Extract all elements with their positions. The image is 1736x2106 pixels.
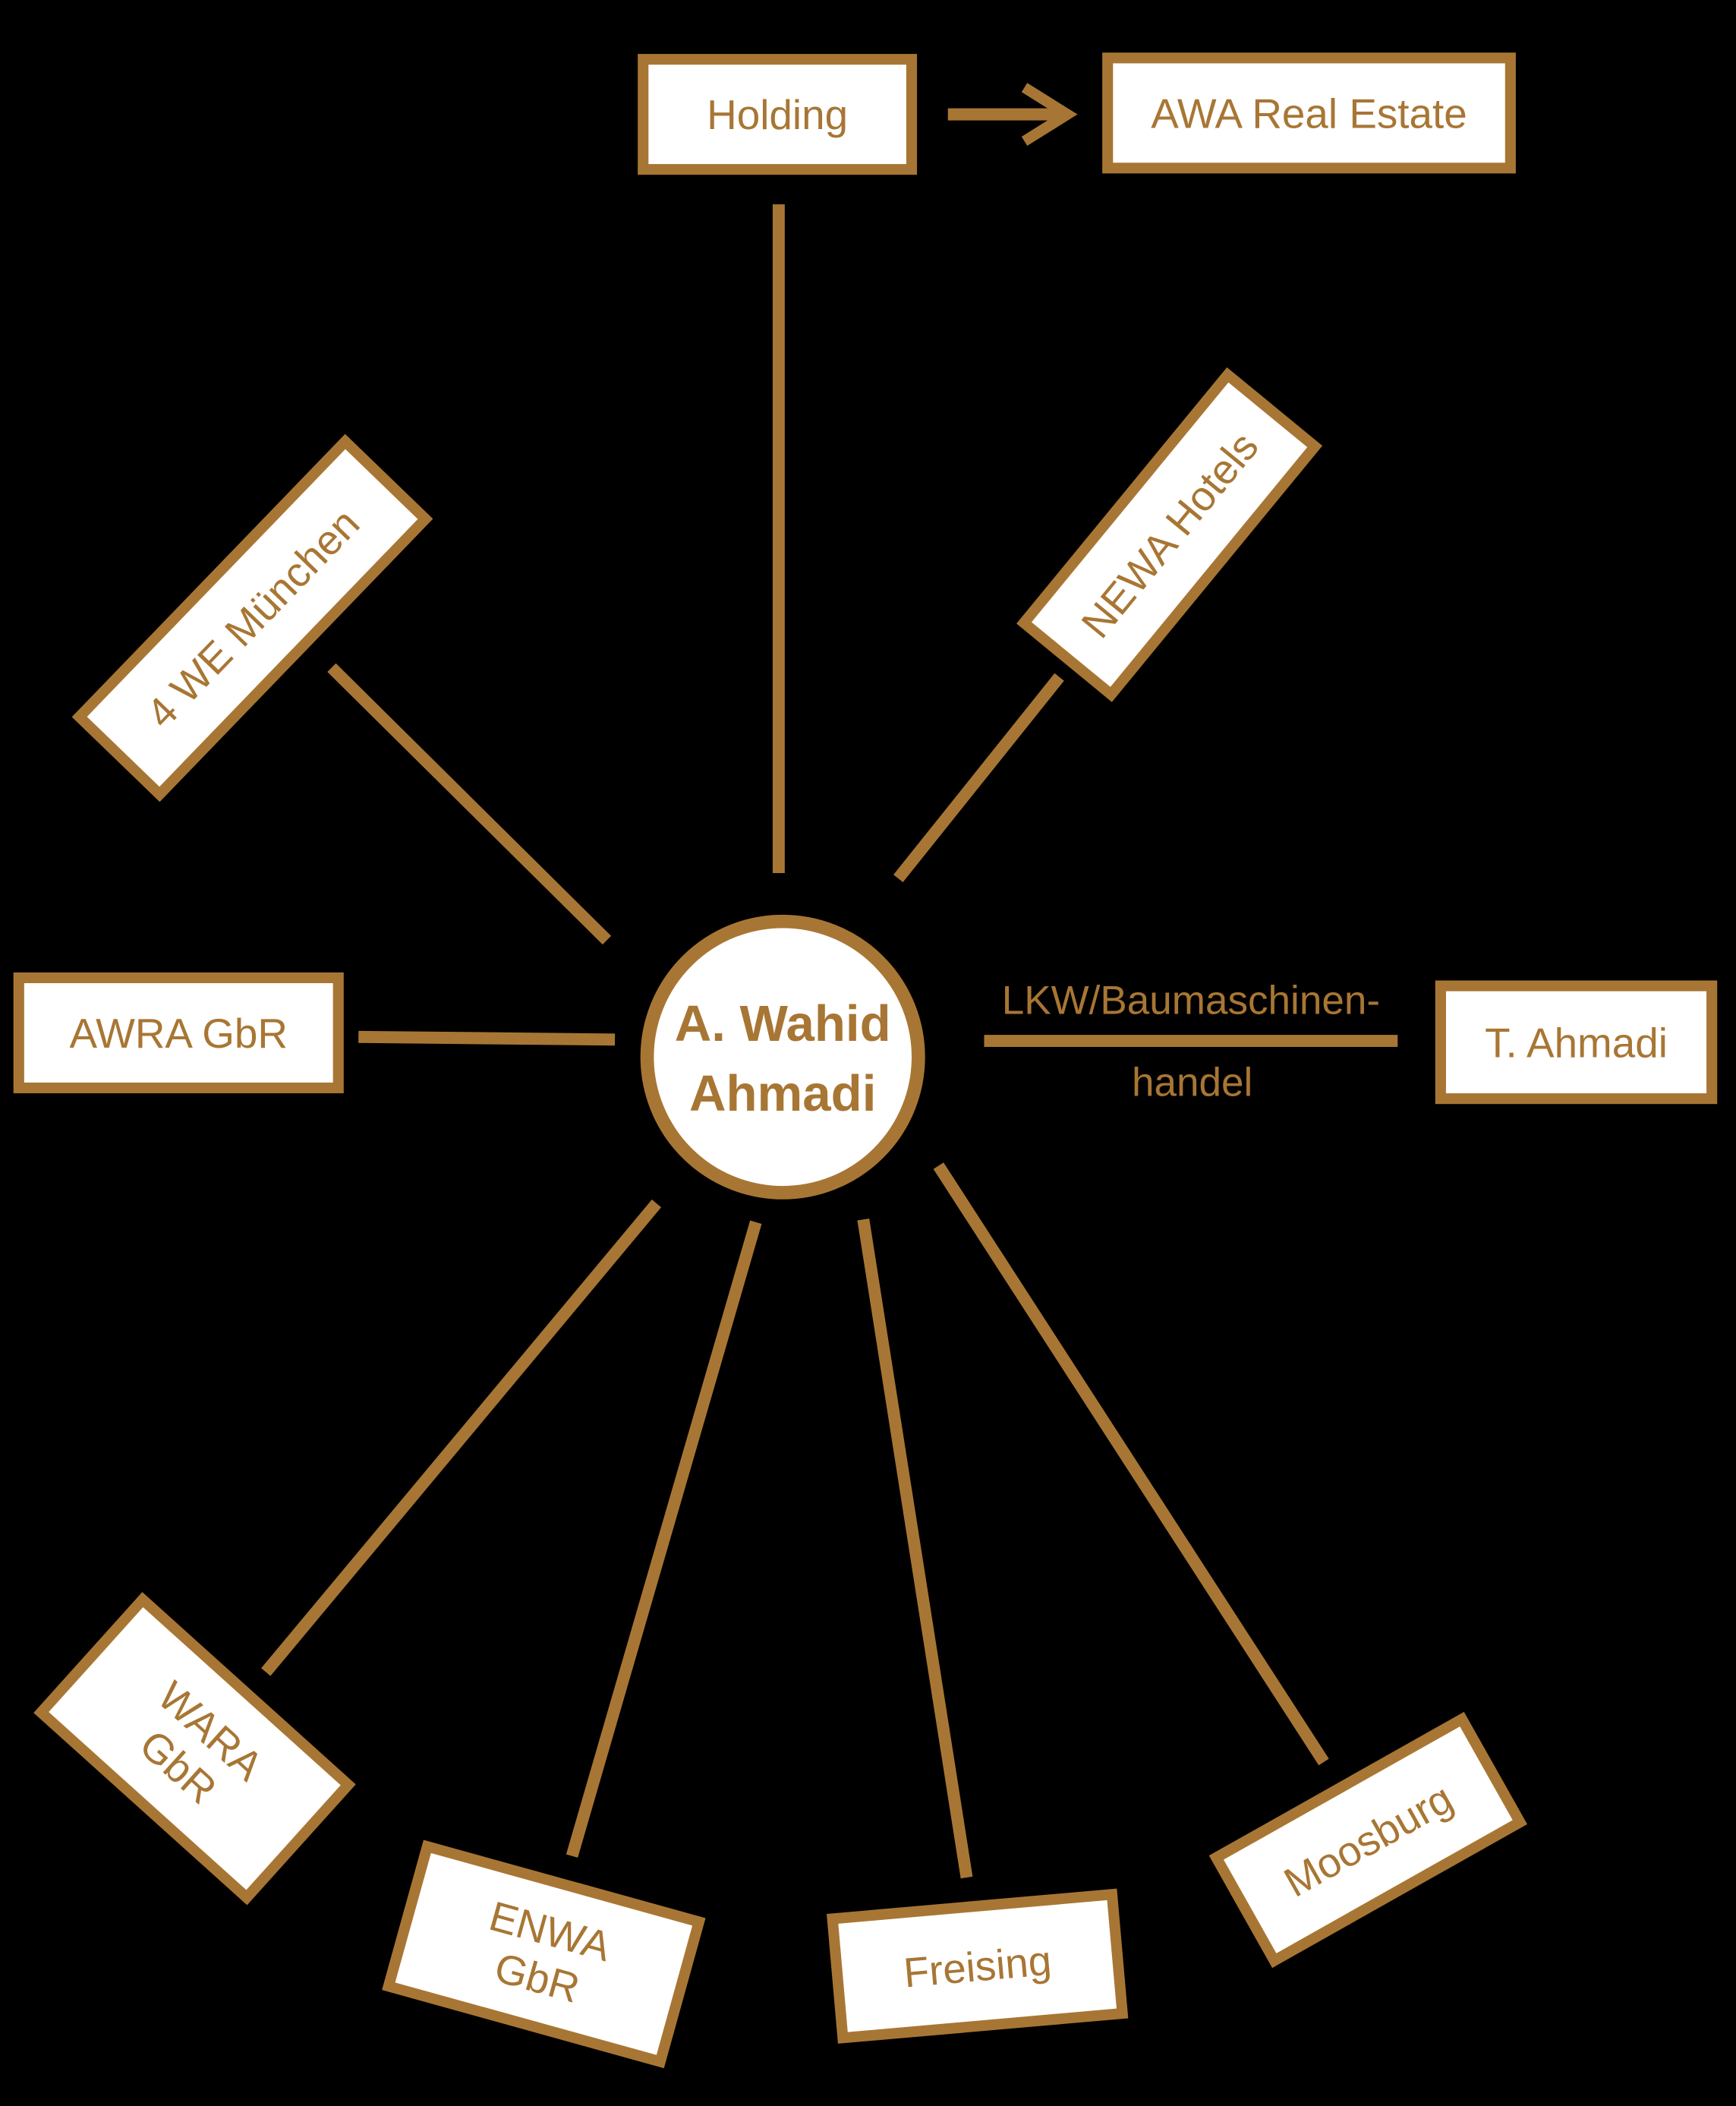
box-t-ahmadi-frame <box>1435 980 1718 1105</box>
center-circle <box>640 914 925 1200</box>
center-name-line2: Ahmadi <box>689 1065 876 1122</box>
line-wara <box>261 1200 662 1676</box>
box-freising: Freising <box>826 1888 1129 2044</box>
box-freising-frame <box>826 1888 1129 2044</box>
line-freising <box>857 1219 973 1879</box>
box-newa-hotels: NEWA Hotels <box>1016 367 1323 702</box>
box-awa-real-estate-label: AWA Real Estate <box>1151 90 1467 137</box>
box-t-ahmadi: T. Ahmadi <box>1435 980 1718 1105</box>
connector-lines <box>261 83 1398 1879</box>
edge-label-lkw-line1: LKW/Baumaschinen- <box>1002 979 1380 1023</box>
box-awa-real-estate: AWA Real Estate <box>1102 52 1516 174</box>
box-newa-hotels-frame <box>1016 367 1323 702</box>
center-name-line1: A. Wahid <box>675 995 891 1052</box>
box-awra-gbr: AWRA GbR <box>13 972 344 1094</box>
line-awra <box>358 1030 616 1046</box>
box-awa-real-estate-frame <box>1102 52 1516 174</box>
arrow-head-icon <box>1021 83 1078 147</box>
center-node: A. Wahid Ahmadi <box>640 914 925 1200</box>
box-holding-label: Holding <box>707 91 848 138</box>
box-awra-gbr-label: AWRA GbR <box>70 1010 288 1057</box>
edge-label-lkw-line2: handel <box>1132 1061 1252 1105</box>
box-4we-muenchen: 4 WE München <box>71 433 433 802</box>
line-moosburg <box>933 1162 1329 1766</box>
line-enwa <box>566 1220 762 1858</box>
box-4we-muenchen-frame <box>71 433 433 802</box>
box-holding-frame <box>638 54 918 175</box>
box-holding: Holding <box>638 54 918 175</box>
entity-boxes: Holding AWA Real Estate 4 WE München NEWA H… <box>13 52 1718 2069</box>
box-enwa-gbr-frame <box>382 1840 706 2069</box>
box-awra-gbr-frame <box>13 972 344 1094</box>
box-moosburg: Moosburg <box>1208 1711 1528 1969</box>
line-4we <box>327 663 612 945</box>
box-t-ahmadi-label: T. Ahmadi <box>1485 1019 1668 1066</box>
box-moosburg-frame <box>1208 1711 1528 1969</box>
line-newa <box>893 673 1064 883</box>
box-wara-gbr-frame <box>33 1592 356 1906</box>
